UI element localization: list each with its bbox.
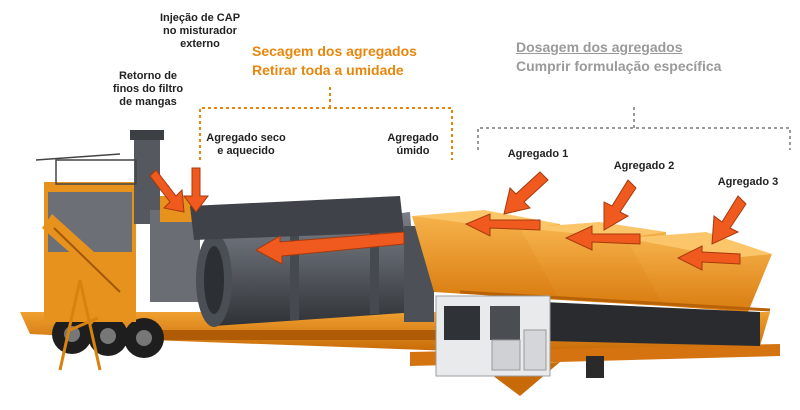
- drying-title-line1: Secagem dos agregados: [252, 43, 417, 59]
- label-agregado-1: Agregado 1: [507, 148, 569, 160]
- label-agregado-seco: Agregado seco e aquecido: [206, 132, 286, 157]
- dosing-title-line1: Dosagem dos agregados: [516, 39, 683, 55]
- label-agregado-umido: Agregado úmido: [387, 132, 439, 157]
- dosing-title-line2: Cumprir formulação específica: [516, 58, 722, 74]
- arrow-agregado2-icon: [603, 179, 637, 231]
- arrow-injecao-icon: [183, 167, 209, 213]
- arrow-retorno-icon: [149, 169, 185, 213]
- drying-bracket: [199, 107, 453, 160]
- filter-tower: [35, 130, 200, 322]
- label-agregado-3: Agregado 3: [717, 176, 779, 188]
- control-cabin: [435, 295, 551, 377]
- arrow-hopper1-flow-icon: [464, 213, 541, 237]
- arrow-hopper3-flow-icon: [676, 245, 741, 271]
- dosing-title: Dosagem dos agregados Cumprir formulação…: [516, 38, 721, 76]
- label-retorno-finos: Retorno de finos do filtro de mangas: [112, 70, 184, 108]
- arrow-hopper2-flow-icon: [564, 225, 641, 251]
- arrow-agregado3-icon: [711, 195, 747, 245]
- arrow-agregado1-icon: [503, 171, 549, 215]
- feed-conveyor: [42, 214, 136, 371]
- dryer-drum: [190, 196, 418, 327]
- label-agregado-2: Agregado 2: [613, 160, 675, 172]
- drying-title-line2: Retirar toda a umidade: [252, 62, 404, 78]
- drying-title: Secagem dos agregados Retirar toda a umi…: [252, 42, 417, 80]
- flow-arrows: [149, 167, 747, 271]
- arrow-drum-flow-icon: [254, 231, 405, 265]
- label-injecao-cap: Injeção de CAP no misturador externo: [159, 12, 241, 50]
- dosing-bracket: [477, 127, 791, 150]
